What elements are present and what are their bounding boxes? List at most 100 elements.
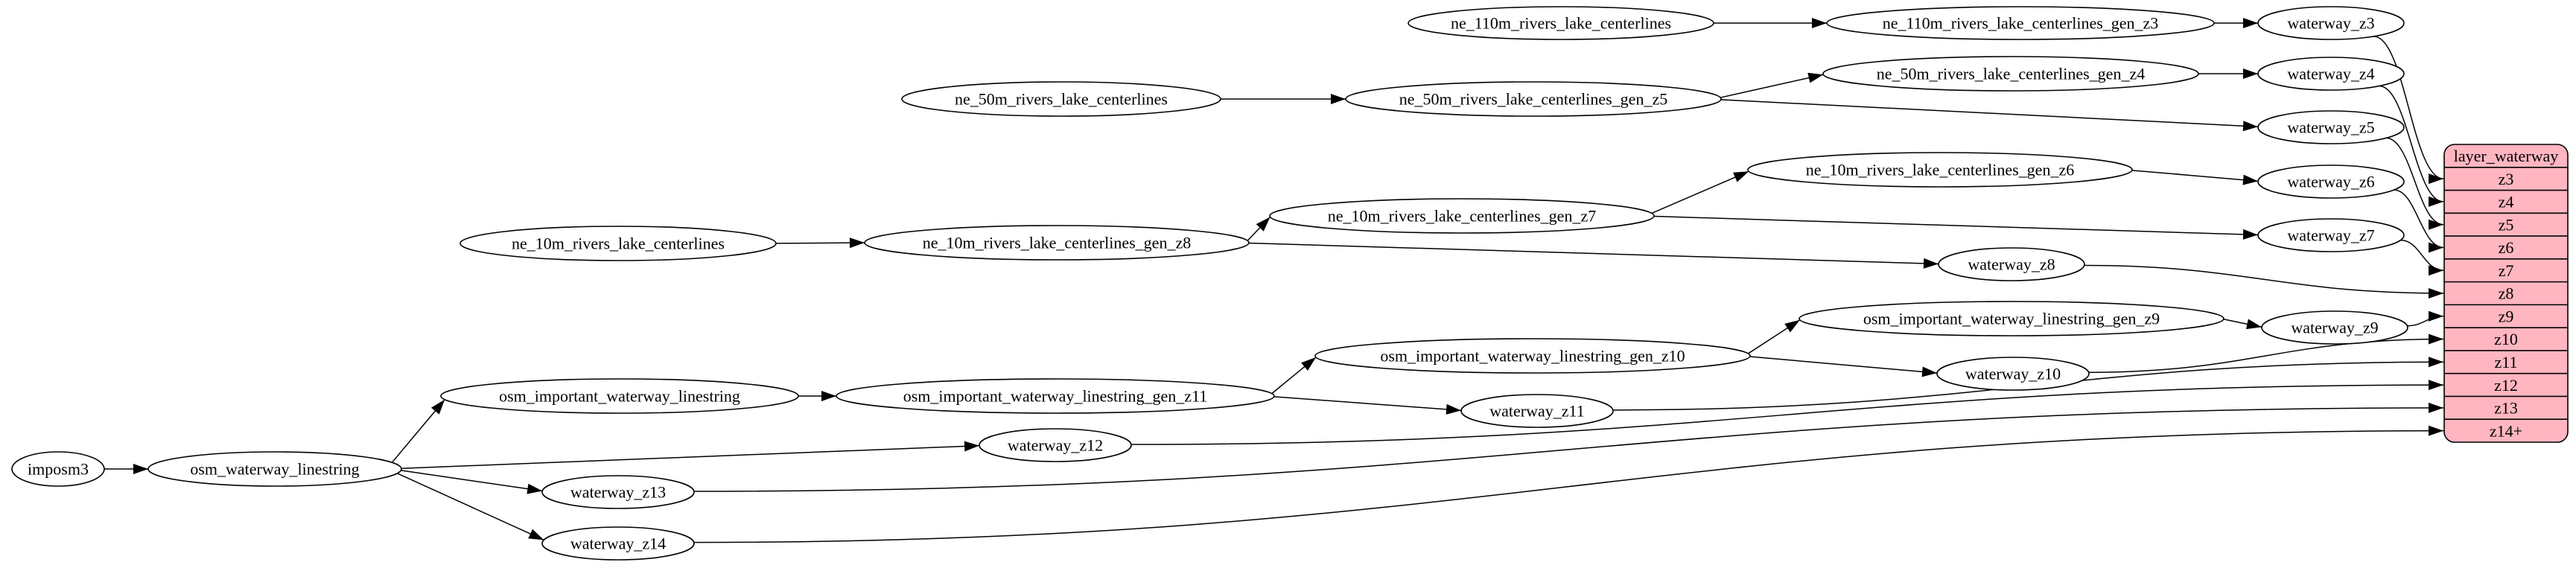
node-label: ne_10m_rivers_lake_centerlines xyxy=(512,234,725,253)
edge-osm_waterway_linestring--waterway_z13 xyxy=(401,470,543,494)
node-waterway_z12: waterway_z12 xyxy=(979,428,1132,462)
node-ellipse xyxy=(2257,57,2405,91)
node-ne_110m_rivers_lake_centerlines_gen_z3: ne_110m_rivers_lake_centerlines_gen_z3 xyxy=(1826,6,2215,40)
edge-ne_10m_rivers_lake_centerlines_gen_z6--waterway_z6 xyxy=(2131,170,2259,185)
node-label: ne_110m_rivers_lake_centerlines_gen_z3 xyxy=(1883,14,2159,33)
node-ellipse xyxy=(1936,357,2090,391)
node-ellipse xyxy=(2257,6,2405,40)
node-waterway_z11: waterway_z11 xyxy=(1460,394,1614,428)
table-row-z3: z3 xyxy=(2499,170,2514,188)
edge-osm_important_waterway_linestring_gen_z10--osm_important_waterway_linestring_gen_z9 xyxy=(1747,319,1801,354)
node-ellipse xyxy=(1345,81,1722,117)
table-row-z11: z11 xyxy=(2495,353,2518,371)
node-waterway_z7: waterway_z7 xyxy=(2257,218,2405,252)
node-waterway_z4: waterway_z4 xyxy=(2257,57,2405,91)
edge-waterway_z13--layer_waterway-z13 xyxy=(693,402,2444,492)
table-frame xyxy=(2443,144,2569,443)
node-waterway_z14: waterway_z14 xyxy=(541,526,695,561)
node-label: waterway_z5 xyxy=(2287,118,2374,137)
edge-osm_waterway_linestring--waterway_z12 xyxy=(401,441,980,469)
node-imposm3: imposm3 xyxy=(11,451,105,487)
node-ellipse xyxy=(11,451,105,487)
node-ellipse xyxy=(1314,338,1751,374)
node-label: ne_50m_rivers_lake_centerlines_gen_z5 xyxy=(1399,90,1667,109)
node-waterway_z6: waterway_z6 xyxy=(2257,165,2405,199)
node-osm_waterway_linestring: osm_waterway_linestring xyxy=(147,451,402,487)
node-label: ne_50m_rivers_lake_centerlines_gen_z4 xyxy=(1877,65,2145,83)
edge-ne_10m_rivers_lake_centerlines_gen_z8--waterway_z8 xyxy=(1248,242,1939,269)
edge-layer xyxy=(104,18,2444,543)
table-row-z8: z8 xyxy=(2499,284,2514,303)
node-label: waterway_z11 xyxy=(1489,402,1584,421)
node-label: ne_10m_rivers_lake_centerlines_gen_z8 xyxy=(923,234,1191,252)
table-row-z12: z12 xyxy=(2494,376,2518,395)
node-ellipse xyxy=(440,378,799,414)
table-row-z6: z6 xyxy=(2499,238,2514,257)
node-ellipse xyxy=(1799,301,2224,336)
node-ne_10m_rivers_lake_centerlines_gen_z7: ne_10m_rivers_lake_centerlines_gen_z7 xyxy=(1269,198,1655,234)
node-waterway_z5: waterway_z5 xyxy=(2257,110,2405,144)
table-row-z4: z4 xyxy=(2499,193,2514,211)
node-label: ne_110m_rivers_lake_centerlines xyxy=(1451,14,1671,33)
edge-osm_important_waterway_linestring_gen_z10--waterway_z10 xyxy=(1749,356,1938,377)
node-ellipse xyxy=(2257,165,2405,199)
edge-waterway_z5--layer_waterway-z5 xyxy=(2386,137,2444,230)
node-label: osm_important_waterway_linestring_gen_z1… xyxy=(1380,347,1685,366)
node-waterway_z13: waterway_z13 xyxy=(541,475,695,509)
node-ellipse xyxy=(1460,394,1614,428)
node-label: waterway_z12 xyxy=(1008,436,1103,455)
node-ellipse xyxy=(836,378,1275,414)
node-osm_important_waterway_linestring: osm_important_waterway_linestring xyxy=(440,378,799,414)
edge-waterway_z4--layer_waterway-z4 xyxy=(2379,85,2444,207)
node-ellipse xyxy=(1822,56,2199,92)
node-label: waterway_z10 xyxy=(1965,365,2061,383)
edge-waterway_z9--layer_waterway-z9 xyxy=(2407,310,2444,327)
edge-ne_10m_rivers_lake_centerlines_gen_z8--ne_10m_rivers_lake_centerlines_gen_z7 xyxy=(1247,217,1271,241)
node-ellipse xyxy=(864,225,1250,261)
edge-waterway_z6--layer_waterway-z6 xyxy=(2394,189,2444,253)
node-label: osm_important_waterway_linestring xyxy=(499,387,740,406)
edge-osm_important_waterway_linestring_gen_z9--waterway_z9 xyxy=(2223,319,2262,330)
node-ellipse xyxy=(1747,152,2133,188)
node-osm_important_waterway_linestring_gen_z11: osm_important_waterway_linestring_gen_z1… xyxy=(836,378,1275,414)
table-row-z14+: z14+ xyxy=(2490,421,2522,440)
node-label: waterway_z4 xyxy=(2287,65,2374,83)
edge-waterway_z14--layer_waterway-z14+ xyxy=(693,425,2444,543)
node-waterway_z3: waterway_z3 xyxy=(2257,6,2405,40)
node-label: waterway_z3 xyxy=(2287,14,2374,33)
edge-osm_important_waterway_linestring_gen_z11--waterway_z11 xyxy=(1273,396,1462,415)
node-label: imposm3 xyxy=(28,460,89,479)
node-label: osm_important_waterway_linestring_gen_z9 xyxy=(1863,310,2160,328)
edge-ne_10m_rivers_lake_centerlines_gen_z7--waterway_z7 xyxy=(1653,215,2259,240)
node-ne_50m_rivers_lake_centerlines: ne_50m_rivers_lake_centerlines xyxy=(901,81,1221,117)
node-waterway_z9: waterway_z9 xyxy=(2261,310,2408,345)
edge-osm_waterway_linestring--waterway_z14 xyxy=(397,473,544,541)
node-ne_10m_rivers_lake_centerlines: ne_10m_rivers_lake_centerlines xyxy=(459,226,777,261)
node-ellipse xyxy=(979,428,1132,462)
node-ellipse xyxy=(1269,198,1655,234)
node-ellipse xyxy=(459,226,777,261)
edge-waterway_z3--layer_waterway-z3 xyxy=(2373,36,2444,185)
node-label: osm_important_waterway_linestring_gen_z1… xyxy=(903,387,1208,406)
edge-waterway_z10--layer_waterway-z10 xyxy=(2088,334,2444,373)
table-layer_waterway: layer_waterwayz3z4z5z6z7z8z9z10z11z12z13… xyxy=(2443,144,2569,443)
node-osm_important_waterway_linestring_gen_z9: osm_important_waterway_linestring_gen_z9 xyxy=(1799,301,2224,336)
edge-waterway_z12--layer_waterway-z12 xyxy=(1130,380,2444,445)
edge-osm_waterway_linestring--osm_important_waterway_linestring xyxy=(391,399,445,463)
edge-ne_10m_rivers_lake_centerlines_gen_z7--ne_10m_rivers_lake_centerlines_gen_z6 xyxy=(1651,170,1749,214)
table-row-z10: z10 xyxy=(2494,330,2518,348)
edge-waterway_z7--layer_waterway-z7 xyxy=(2400,239,2444,276)
node-ellipse xyxy=(2261,310,2408,345)
node-waterway_z10: waterway_z10 xyxy=(1936,357,2090,391)
edge-ne_50m_rivers_lake_centerlines_gen_z5--waterway_z5 xyxy=(1720,99,2259,132)
node-ne_10m_rivers_lake_centerlines_gen_z6: ne_10m_rivers_lake_centerlines_gen_z6 xyxy=(1747,152,2133,188)
node-label: waterway_z7 xyxy=(2287,226,2374,245)
node-label: ne_10m_rivers_lake_centerlines_gen_z7 xyxy=(1328,207,1596,226)
node-label: waterway_z8 xyxy=(1968,255,2055,274)
node-ellipse xyxy=(1938,247,2085,281)
edge-osm_important_waterway_linestring_gen_z11--osm_important_waterway_linestring_gen_z10 xyxy=(1271,357,1317,395)
node-ne_50m_rivers_lake_centerlines_gen_z4: ne_50m_rivers_lake_centerlines_gen_z4 xyxy=(1822,56,2199,92)
node-ellipse xyxy=(541,526,695,561)
